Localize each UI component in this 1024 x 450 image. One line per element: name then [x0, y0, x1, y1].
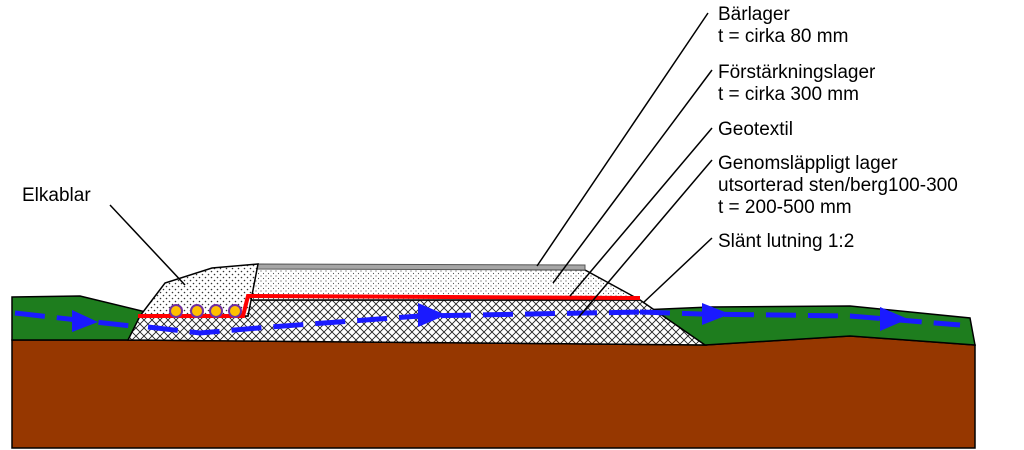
leader-slant: [642, 237, 713, 304]
label-forstarkningslager: Förstärkningslager t = cirka 300 mm: [718, 62, 875, 106]
leader-barlager: [536, 12, 709, 267]
flow-arrow-3: [702, 303, 730, 325]
soil-layer: [11, 335, 976, 449]
leader-forstarkningslager: [552, 69, 713, 284]
label-genomslappligt: Genomsläppligt lager utsorterad sten/ber…: [718, 153, 958, 219]
flow-arrow-2: [418, 303, 446, 327]
cable-1: [169, 304, 183, 318]
geotextile-line: [138, 293, 641, 318]
leader-genomslappligt: [577, 159, 713, 319]
leader-elkablar: [109, 204, 186, 286]
label-geotextil: Geotextil: [718, 119, 793, 141]
genomslappligt-name: Genomsläppligt lager: [718, 153, 898, 174]
cable-2: [190, 304, 204, 318]
flow-arrow-1: [72, 310, 98, 332]
label-barlager: Bärlager t = cirka 80 mm: [718, 4, 848, 48]
cable-4: [228, 304, 242, 318]
cable-3: [209, 304, 223, 318]
bearing-layer: [255, 263, 586, 271]
water-flow: [14, 303, 961, 336]
electric-cables: [169, 304, 242, 318]
slant-name: Slänt lutning 1:2: [718, 231, 855, 252]
flow-arrow-4: [880, 307, 908, 331]
label-slant: Slänt lutning 1:2: [718, 231, 854, 253]
forstarkningslager-thickness: t = cirka 300 mm: [718, 84, 859, 105]
leader-geotextil: [569, 127, 713, 297]
genomslappligt-material: utsorterad sten/berg100-300: [718, 175, 958, 196]
water-flow-line-center: [147, 309, 641, 336]
geotextil-name: Geotextil: [718, 119, 793, 140]
leader-lines: [109, 12, 713, 319]
forstarkningslager-name: Förstärkningslager: [718, 62, 876, 83]
label-elkablar: Elkablar: [22, 185, 91, 207]
water-flow-line-right: [639, 309, 961, 328]
genomslappligt-thickness: t = 200-500 mm: [718, 197, 852, 218]
barlager-name: Bärlager: [718, 4, 790, 25]
barlager-thickness: t = cirka 80 mm: [718, 26, 849, 47]
elkablar-name: Elkablar: [22, 185, 91, 206]
